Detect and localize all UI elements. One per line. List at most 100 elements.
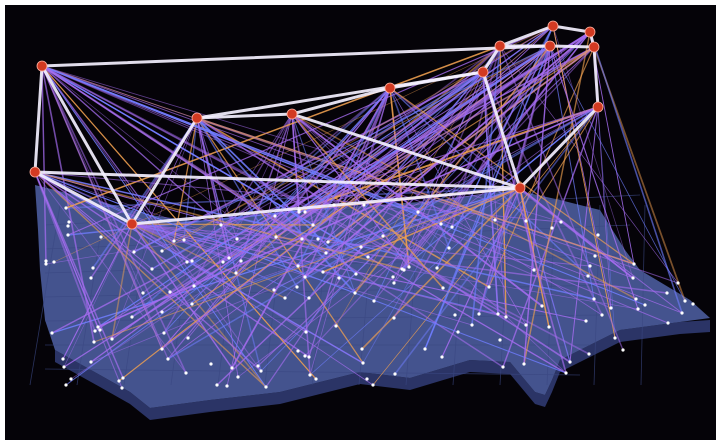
network-link	[65, 25, 554, 386]
network-link	[142, 87, 391, 294]
city-node	[304, 330, 308, 334]
network-link	[133, 117, 198, 253]
city-node	[568, 360, 572, 364]
city-node	[470, 323, 474, 327]
city-node	[66, 224, 70, 228]
backbone-link	[195, 112, 294, 120]
network-link	[597, 106, 616, 339]
city-node	[190, 302, 194, 306]
network-link	[523, 31, 591, 365]
hub-node	[477, 66, 489, 78]
network-link	[34, 171, 153, 270]
city-node	[66, 233, 70, 237]
city-node	[588, 264, 592, 268]
city-node	[307, 296, 311, 300]
network-link	[67, 25, 554, 236]
network-link	[196, 117, 571, 363]
city-node	[192, 284, 196, 288]
city-node	[584, 319, 588, 323]
city-node	[676, 281, 680, 285]
city-node	[631, 276, 635, 280]
city-node	[600, 313, 604, 317]
city-node	[524, 219, 528, 223]
network-link	[196, 117, 239, 378]
network-link	[389, 87, 450, 249]
city-node	[366, 255, 370, 259]
city-node	[691, 302, 695, 306]
city-node	[456, 330, 460, 334]
city-node	[273, 214, 277, 218]
city-node	[307, 355, 311, 359]
city-node	[98, 328, 102, 332]
network-link	[361, 187, 521, 350]
city-node	[361, 361, 365, 365]
city-node	[540, 304, 544, 308]
city-node	[332, 203, 336, 207]
backbone-link	[548, 44, 596, 49]
network-link	[389, 87, 634, 279]
hub-node	[584, 26, 596, 38]
city-node	[632, 262, 636, 266]
network-link	[111, 117, 198, 340]
network-link	[34, 171, 364, 364]
city-node	[296, 349, 300, 353]
city-node	[586, 274, 590, 278]
city-node	[392, 281, 396, 285]
backbone-link	[481, 70, 522, 190]
city-node	[621, 348, 625, 352]
backbone-link	[518, 105, 600, 190]
city-node	[522, 362, 526, 366]
grid-line	[358, 204, 376, 386]
city-node	[296, 264, 300, 268]
city-node	[300, 237, 304, 241]
network-link	[482, 71, 567, 374]
city-node	[67, 220, 71, 224]
city-node	[683, 299, 687, 303]
city-node	[256, 364, 260, 368]
network-link	[93, 187, 521, 343]
city-node	[234, 271, 238, 275]
network-link	[482, 71, 507, 318]
network-link	[34, 171, 567, 374]
city-node	[64, 383, 68, 387]
network-link	[41, 65, 267, 388]
city-node	[547, 325, 551, 329]
network-link	[298, 71, 484, 211]
city-node	[450, 225, 454, 229]
grid-line	[44, 368, 581, 376]
city-node	[613, 336, 617, 340]
city-node	[353, 291, 357, 295]
network-link	[34, 171, 267, 388]
city-node	[120, 386, 124, 390]
network-link	[478, 45, 551, 315]
hub-node	[514, 182, 526, 194]
hub-node	[191, 112, 203, 124]
city-node	[184, 371, 188, 375]
city-node	[477, 312, 481, 316]
city-node	[93, 329, 97, 333]
grid-line	[29, 204, 61, 386]
city-node	[441, 286, 445, 290]
backbone-link	[290, 112, 522, 190]
network-link	[304, 106, 599, 213]
city-node	[453, 313, 457, 317]
grid-line	[452, 204, 466, 386]
city-node	[96, 325, 100, 329]
city-node	[227, 256, 231, 260]
city-node	[132, 250, 136, 254]
network-link	[549, 45, 686, 302]
backbone-hubs	[29, 20, 604, 230]
hub-node	[286, 108, 298, 120]
network-link	[216, 31, 591, 386]
backbone-link	[33, 170, 134, 226]
hub-node	[547, 20, 559, 32]
city-node	[303, 275, 307, 279]
city-node	[61, 357, 65, 361]
city-node	[130, 315, 134, 319]
network-link	[196, 117, 635, 265]
city-node	[326, 240, 330, 244]
backbone-link	[130, 116, 199, 226]
city-node	[311, 223, 315, 227]
